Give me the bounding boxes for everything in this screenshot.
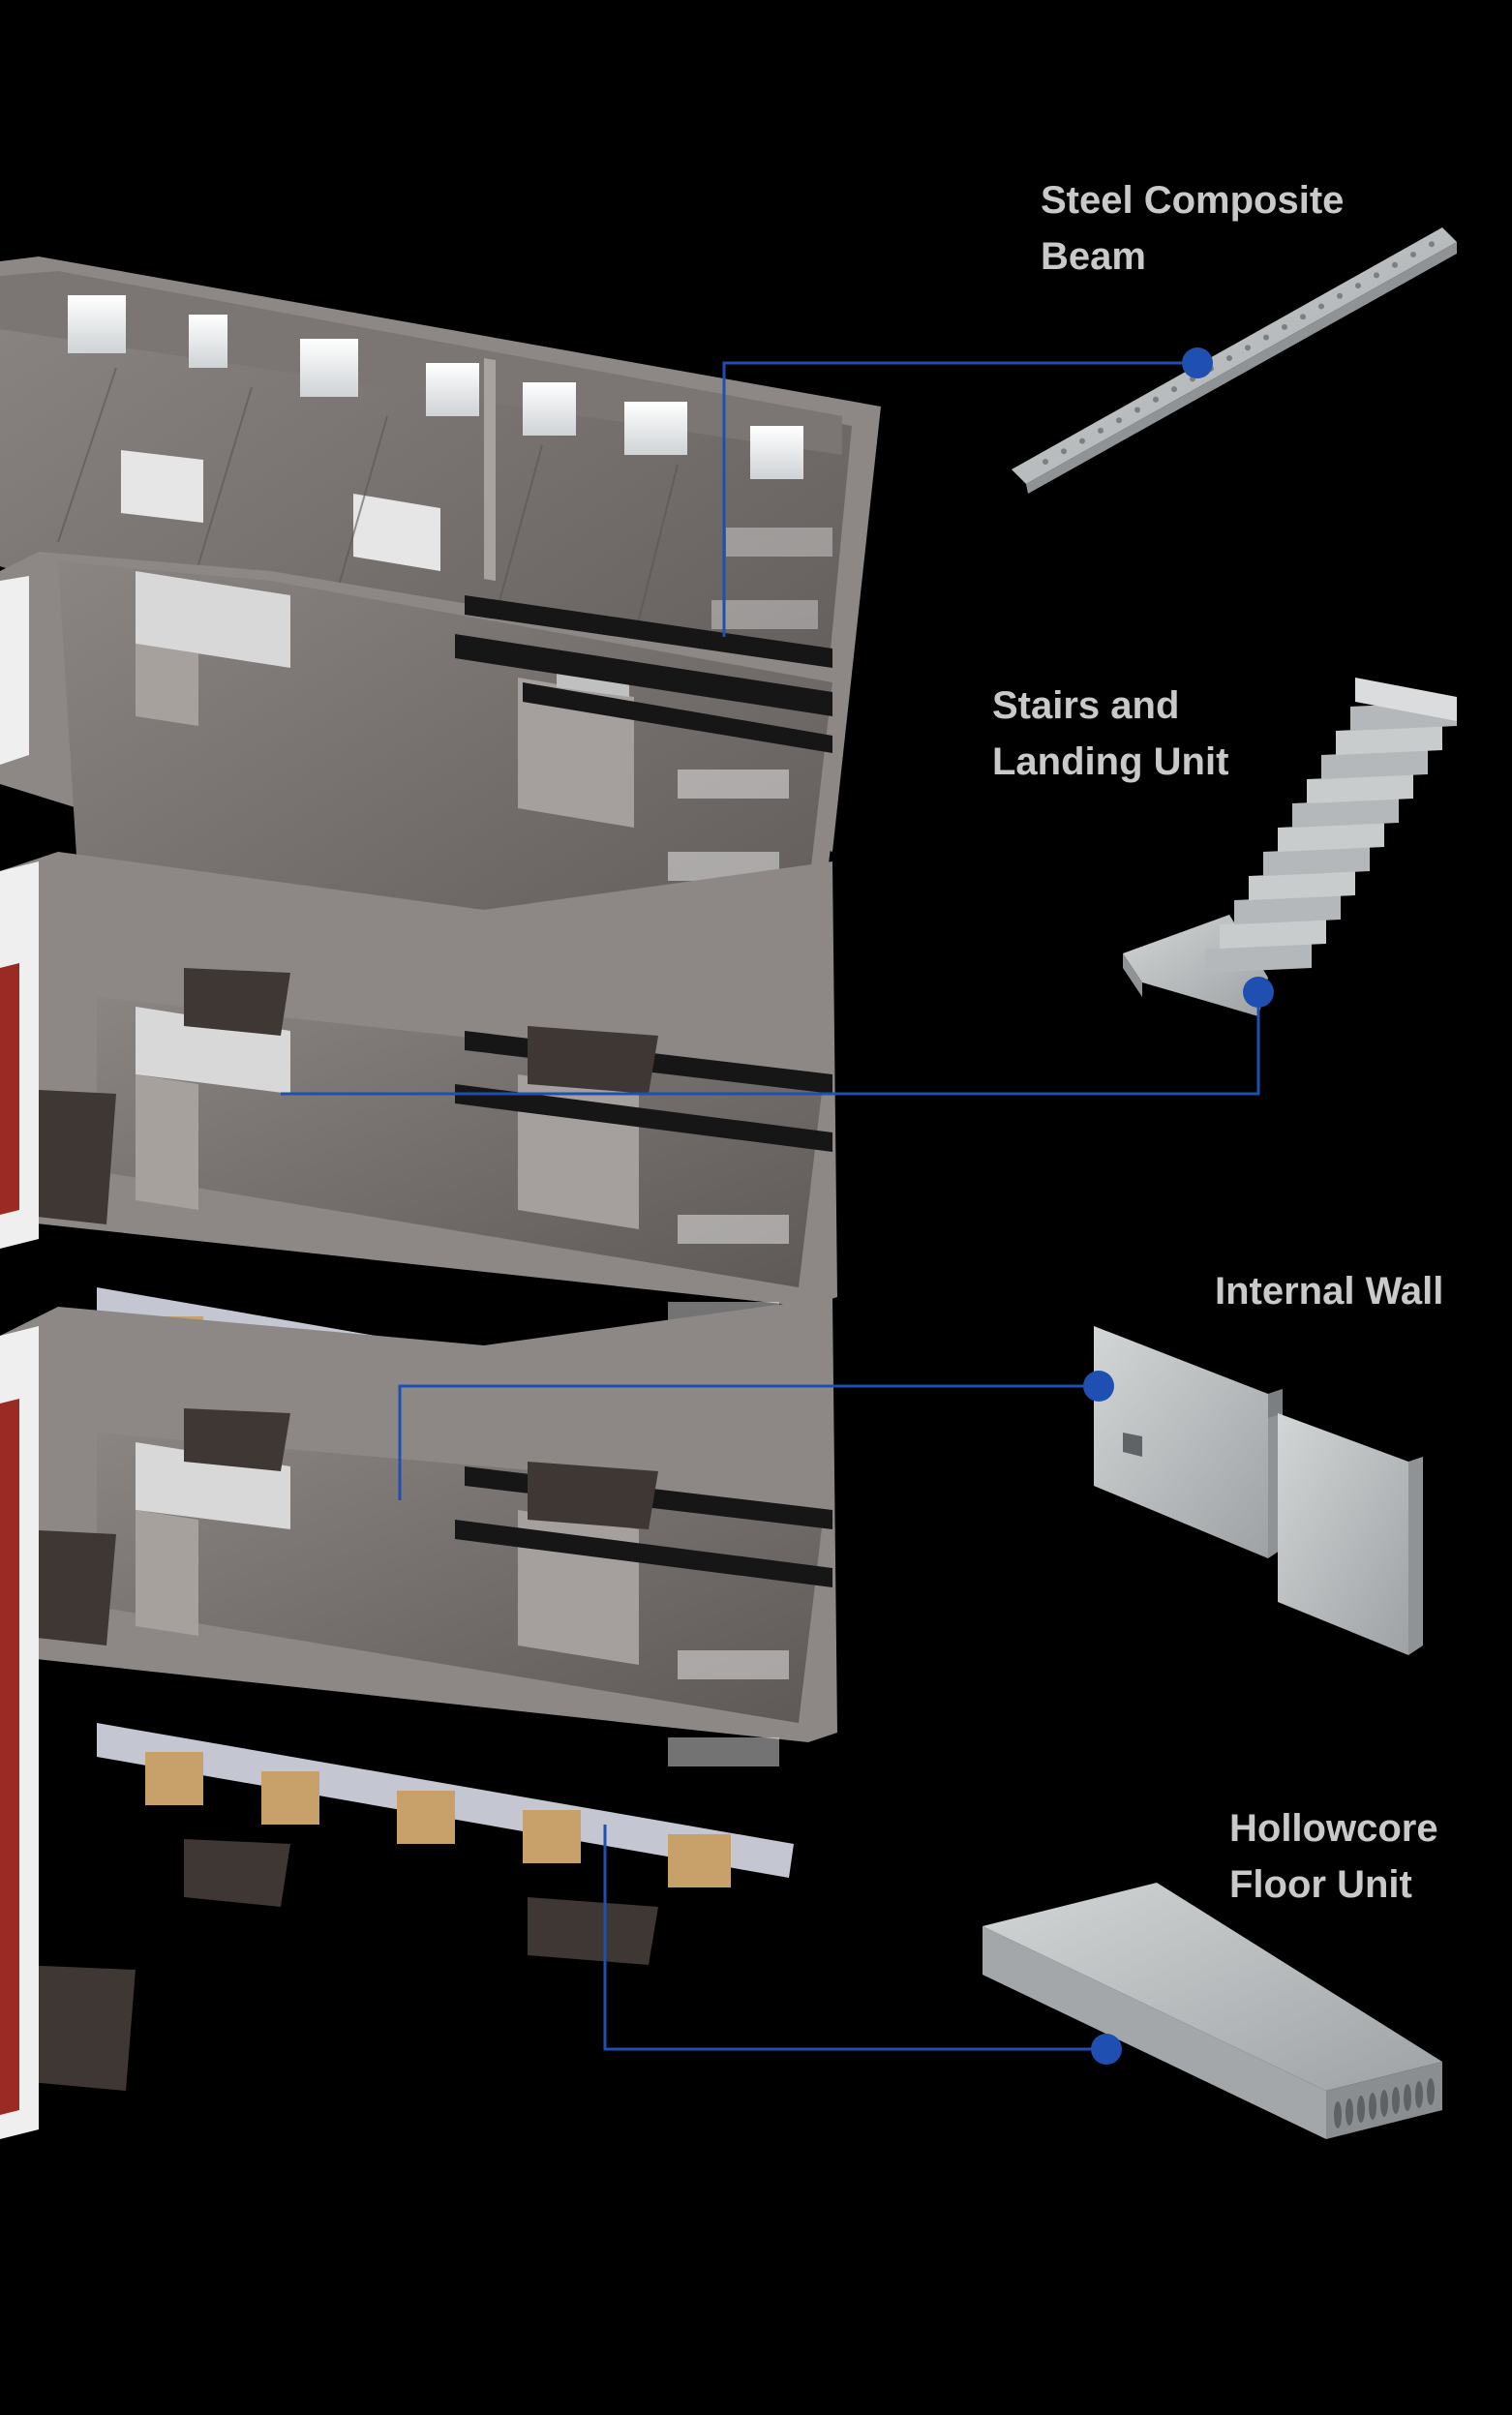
internal-wall-icon	[1094, 1326, 1423, 1655]
label-line: Stairs and	[992, 678, 1228, 734]
beam-perforation	[1282, 324, 1287, 330]
label-line: Internal Wall	[1215, 1263, 1443, 1319]
hollowcore-void	[1369, 2093, 1376, 2120]
beam-perforation	[1134, 408, 1140, 413]
callout-dot-floor	[1091, 2034, 1122, 2065]
hollowcore-void	[1334, 2101, 1342, 2128]
callout-dot-stairs	[1243, 977, 1274, 1008]
beam-perforation	[1392, 262, 1398, 268]
beam-perforation	[1226, 355, 1232, 361]
floor-level-bottom	[0, 1297, 837, 2139]
beam-perforation	[1153, 397, 1159, 403]
beam-perforation	[1355, 283, 1361, 288]
hollowcore-void	[1404, 2084, 1411, 2111]
label-stairs-and-landing-unit: Stairs and Landing Unit	[992, 678, 1228, 790]
beam-perforation	[1079, 438, 1085, 444]
label-line: Landing Unit	[992, 734, 1228, 790]
hollowcore-void	[1380, 2090, 1388, 2117]
hollowcore-void	[1392, 2087, 1400, 2114]
beam-perforation	[1263, 335, 1269, 341]
callout-dot-beam	[1182, 347, 1213, 378]
label-steel-composite-beam: Steel Composite Beam	[1041, 172, 1344, 285]
beam-perforation	[1300, 314, 1306, 319]
label-line: Hollowcore	[1229, 1800, 1438, 1857]
hollowcore-slab-icon	[983, 1883, 1442, 2139]
beam-perforation	[1171, 386, 1177, 392]
label-line: Beam	[1041, 228, 1344, 285]
hollowcore-void	[1346, 2098, 1353, 2126]
callout-dot-wall	[1083, 1371, 1114, 1402]
beam-perforation	[1318, 304, 1324, 310]
hollowcore-void	[1415, 2081, 1423, 2108]
hollowcore-void	[1427, 2078, 1435, 2105]
beam-perforation	[1374, 272, 1379, 278]
beam-perforation	[1061, 448, 1067, 454]
beam-perforation	[1245, 345, 1251, 350]
label-line: Steel Composite	[1041, 172, 1344, 228]
beam-perforation	[1043, 459, 1048, 465]
beam-perforation	[1337, 293, 1343, 299]
label-internal-wall: Internal Wall	[1215, 1263, 1443, 1319]
beam-perforation	[1410, 252, 1416, 257]
beam-perforation	[1429, 241, 1435, 247]
label-line: Floor Unit	[1229, 1857, 1438, 1913]
beam-perforation	[1116, 417, 1122, 423]
label-hollowcore-floor-unit: Hollowcore Floor Unit	[1229, 1800, 1438, 1913]
hollowcore-void	[1357, 2096, 1365, 2123]
building-illustration	[0, 257, 881, 2139]
beam-perforation	[1098, 428, 1104, 434]
